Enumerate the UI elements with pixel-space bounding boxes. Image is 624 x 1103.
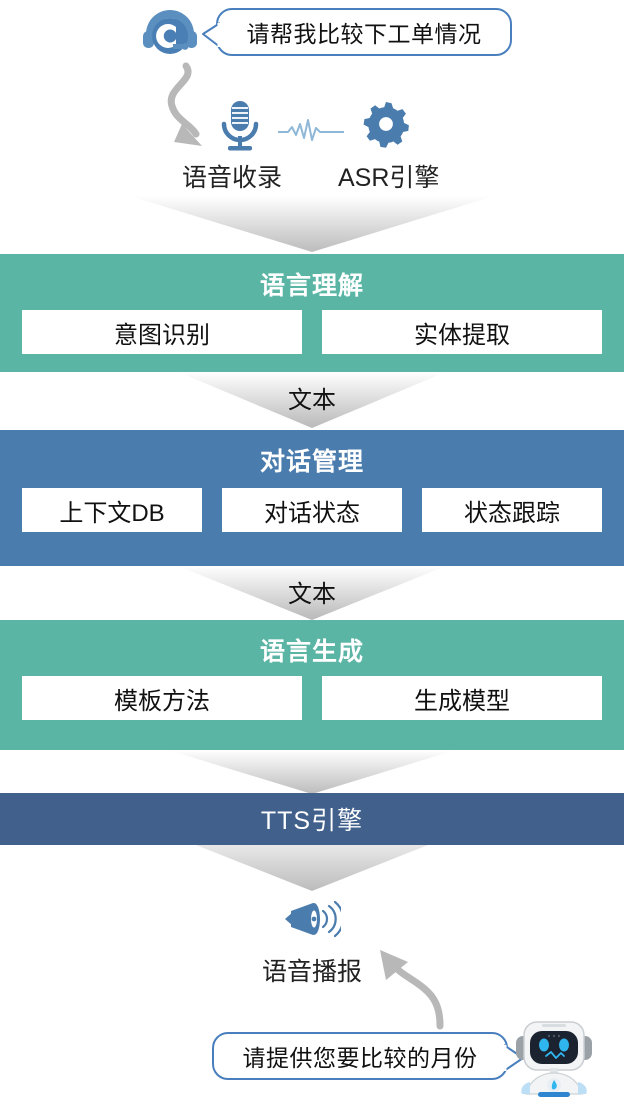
stage-nlu-title: 语言理解 xyxy=(259,272,364,300)
microphone-icon xyxy=(218,100,262,152)
bubble-tail-icon xyxy=(202,22,221,48)
audio-waveform-icon xyxy=(277,118,345,144)
output-label: 语音播报 xyxy=(261,958,362,986)
megaphone-icon xyxy=(283,897,345,941)
stage-tts-title: TTS引擎 xyxy=(260,807,364,835)
gear-icon xyxy=(362,100,410,150)
stage-nlg-title: 语言生成 xyxy=(259,638,364,666)
connector-arrow-2: 文本 xyxy=(0,372,624,428)
stage-dm: 对话管理 上下文DB 对话状态 状态跟踪 xyxy=(0,430,624,566)
stage-nlu-cells: 意图识别 实体提取 xyxy=(22,310,602,354)
connector-arrow-5 xyxy=(0,845,624,891)
capture-label-voice: 语音收录 xyxy=(182,164,283,192)
stage-cell[interactable]: 状态跟踪 xyxy=(422,488,602,532)
stage-nlg-cells: 模板方法 生成模型 xyxy=(22,676,602,720)
stage-tts: TTS引擎 xyxy=(0,793,624,845)
system-response-text: 请提供您要比较的月份 xyxy=(242,1045,478,1071)
stage-dm-cells: 上下文DB 对话状态 状态跟踪 xyxy=(22,488,602,532)
stage-cell[interactable]: 对话状态 xyxy=(222,488,402,532)
stage-nlu: 语言理解 意图识别 实体提取 xyxy=(0,254,624,372)
stage-cell[interactable]: 生成模型 xyxy=(322,676,602,720)
stage-cell[interactable]: 意图识别 xyxy=(22,310,302,354)
robot-icon xyxy=(512,1016,596,1098)
stage-cell[interactable]: 实体提取 xyxy=(322,310,602,354)
user-request-text: 请帮我比较下工单情况 xyxy=(246,21,482,47)
connector-arrow-3: 文本 xyxy=(0,566,624,620)
system-response-bubble: 请提供您要比较的月份 xyxy=(212,1032,524,1080)
connector-arrow-4 xyxy=(0,750,624,794)
stage-dm-title: 对话管理 xyxy=(259,448,364,476)
flow-arrow-to-output-icon xyxy=(362,940,462,1030)
flow-arrow-to-capture-icon xyxy=(152,62,222,154)
stage-cell[interactable]: 上下文DB xyxy=(22,488,202,532)
connector-arrow-1 xyxy=(0,196,624,252)
stage-cell[interactable]: 模板方法 xyxy=(22,676,302,720)
capture-row: 语音收录 ASR引擎 xyxy=(0,100,624,196)
user-request-bubble: 请帮我比较下工单情况 xyxy=(202,8,512,56)
headset-agent-icon xyxy=(140,4,204,60)
capture-label-asr: ASR引擎 xyxy=(338,164,440,192)
stage-nlg: 语言生成 模板方法 生成模型 xyxy=(0,620,624,750)
